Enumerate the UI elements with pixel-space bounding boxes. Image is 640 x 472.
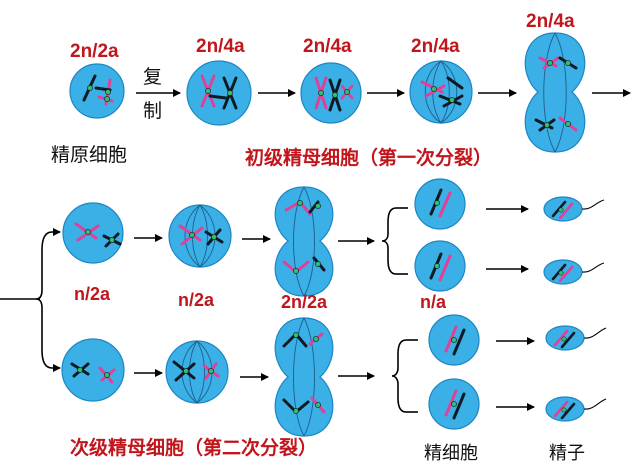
secondary-spermatocyte-label: 次级精母细胞（第二次分裂） — [70, 436, 317, 459]
split-bracket — [0, 228, 61, 372]
spermatid-b1 — [428, 314, 480, 366]
spermatid-b2 — [428, 378, 480, 430]
primary-cell-interphase — [186, 60, 252, 126]
ploidy-label-secondary-3: 2n/2a — [281, 292, 328, 312]
secondary-cell-a-anaphase — [274, 186, 334, 297]
secondary-cell-b-metaphase — [165, 340, 229, 404]
primary-cell-synapsis — [300, 62, 362, 124]
secondary-cell-b-anaphase — [274, 317, 334, 437]
sperm-a1 — [543, 196, 605, 222]
ploidy-label-spermatid: n/a — [420, 292, 447, 312]
arrow-mid-4 — [486, 205, 529, 273]
ploidy-label-primary-1: 2n/4a — [196, 36, 245, 57]
spermatogonium-label: 精原细胞 — [51, 144, 127, 166]
replicate-label-2: 制 — [143, 100, 162, 122]
ploidy-label-primary-4: 2n/4a — [526, 11, 575, 32]
ploidy-label-primary-2: 2n/4a — [303, 36, 352, 57]
ploidy-label-primary-3: 2n/4a — [411, 36, 460, 57]
sperm-b2 — [545, 396, 607, 422]
bracket-bot — [391, 339, 418, 413]
sperm-label: 精子 — [549, 443, 585, 464]
ploidy-label-secondary-2: n/2a — [178, 290, 215, 310]
ploidy-label-spermatogonium: 2n/2a — [70, 41, 119, 62]
secondary-cell-a-prophase — [62, 202, 124, 264]
bracket-mid — [381, 207, 408, 275]
sperm-a2 — [543, 259, 605, 285]
spermatogonium-cell — [69, 63, 125, 119]
spermatid-a2 — [414, 240, 466, 292]
primary-spermatocyte-label: 初级精母细胞（第一次分裂） — [245, 146, 492, 169]
primary-cell-anaphase — [524, 32, 586, 153]
sperm-b1 — [545, 325, 607, 351]
arrow-bot-4 — [496, 337, 535, 411]
spermatid-a1 — [414, 178, 466, 230]
secondary-cell-a-metaphase — [168, 204, 232, 268]
secondary-cell-b-prophase — [61, 338, 125, 402]
primary-cell-metaphase — [409, 60, 473, 124]
spermatid-label: 精细胞 — [424, 443, 478, 464]
ploidy-label-secondary-1: n/2a — [74, 284, 111, 304]
replicate-label-1: 复 — [143, 66, 162, 88]
